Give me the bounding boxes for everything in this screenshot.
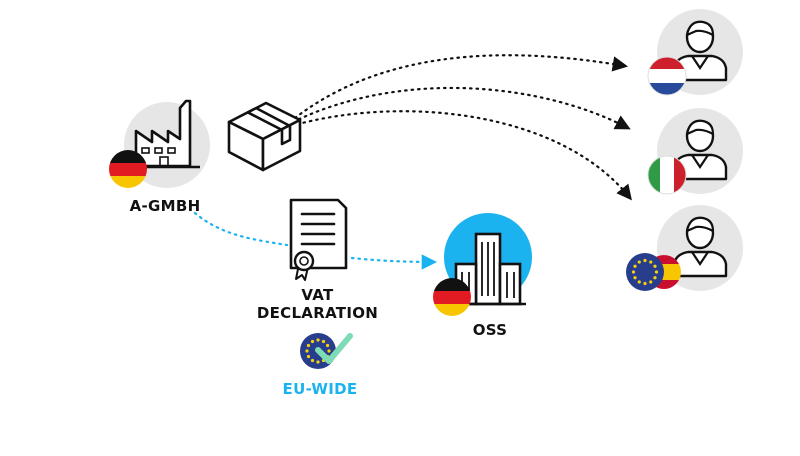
- eu-star: [649, 260, 653, 264]
- oss-label: OSS: [472, 321, 508, 339]
- eu-star: [654, 270, 659, 274]
- arrow-to-it-customer: [291, 86, 631, 130]
- eu-star: [321, 339, 326, 344]
- arrow-to-nl-customer: [293, 54, 629, 120]
- eu-star: [310, 339, 315, 344]
- eu-star: [633, 264, 637, 268]
- declaration-flow: [193, 211, 438, 270]
- shipping-arrows: [289, 54, 632, 201]
- package-icon: [227, 101, 302, 172]
- eu-star: [643, 281, 647, 286]
- vat-declaration-line1: VAT: [301, 286, 334, 304]
- eu-star: [310, 358, 315, 363]
- arrow-company-to-declaration: [193, 211, 289, 247]
- germany-flag-icon: [433, 278, 471, 316]
- checkmark-icon: [315, 333, 353, 364]
- eu-star: [637, 260, 641, 264]
- company-label: A-GMBH: [129, 197, 201, 215]
- eu-star: [306, 354, 311, 359]
- arrow-to-eu-customer: [289, 110, 632, 201]
- eu-flag-icon: [626, 253, 664, 291]
- germany-flag-icon: [109, 150, 147, 188]
- eu-star: [633, 276, 637, 280]
- eu-star: [305, 349, 309, 353]
- eu-star: [327, 349, 331, 353]
- eu-star: [306, 343, 311, 348]
- eu-star: [643, 258, 647, 263]
- eu-star: [325, 343, 330, 348]
- certificate-document-icon: [289, 198, 348, 281]
- arrow-declaration-to-oss: [350, 254, 438, 270]
- eu-star: [653, 264, 657, 268]
- eu-star: [631, 270, 636, 274]
- vat-declaration-line2: DECLARATION: [256, 304, 379, 322]
- eu-star: [653, 276, 657, 280]
- eu-star: [649, 280, 653, 284]
- eu-star: [316, 360, 320, 364]
- eu-star: [316, 338, 320, 342]
- vat-declaration-label: VAT DECLARATION: [250, 286, 385, 322]
- eu-wide-label: EU-WIDE: [282, 380, 358, 398]
- eu-star: [637, 280, 641, 284]
